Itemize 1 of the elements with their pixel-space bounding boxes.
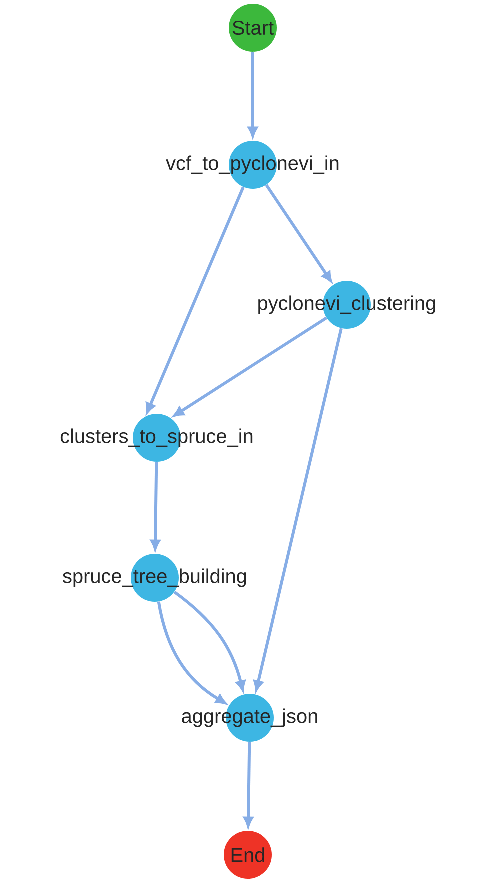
arrow — [265, 184, 332, 282]
